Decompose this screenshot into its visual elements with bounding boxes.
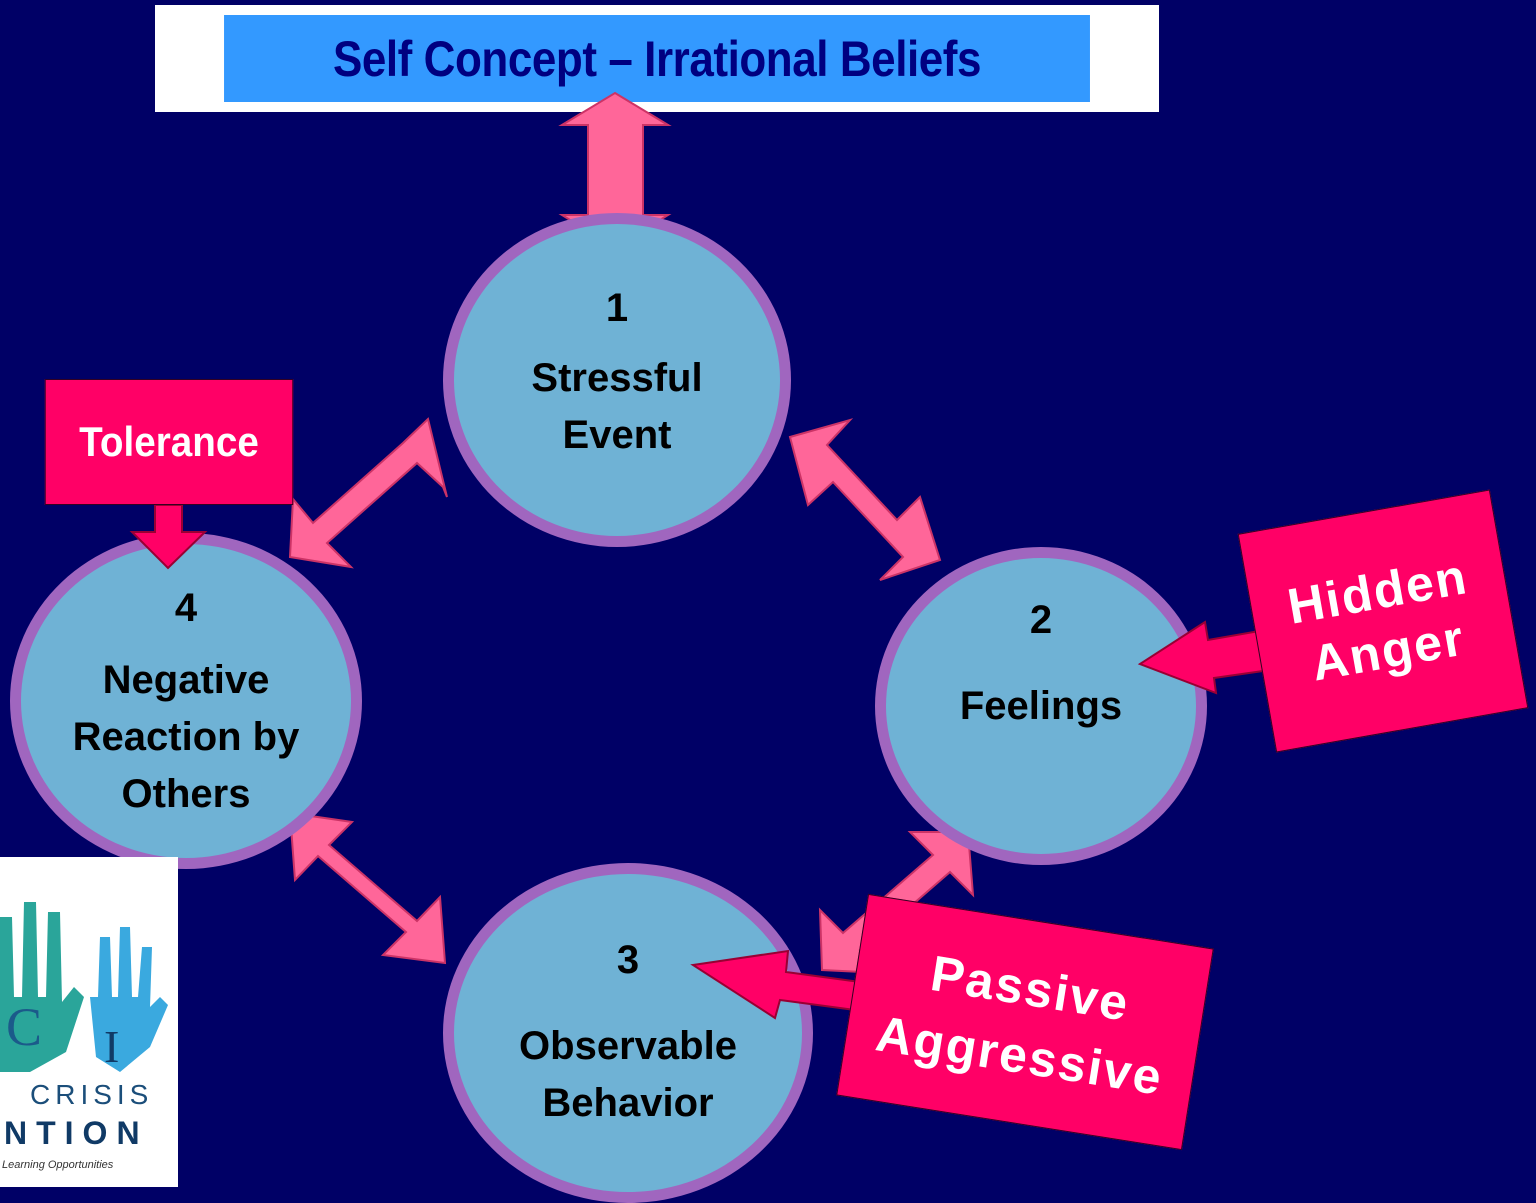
logo-tagline: Learning Opportunities (2, 1159, 114, 1171)
arrow-stressful-event-to-negative-reaction (288, 417, 448, 569)
passive-aggressive-pointer-arrow (690, 949, 862, 1020)
node-number: 2 (1029, 598, 1053, 642)
node-number: 3 (616, 938, 640, 982)
node-observable-behavior: 3 Observable Behavior (443, 863, 813, 1203)
logo-ntion-text: NTION (4, 1115, 149, 1151)
arrow-negative-reaction-to-observable-behavior (288, 811, 447, 965)
logo-letter-c: C (6, 997, 42, 1057)
node-number: 1 (605, 286, 629, 330)
blue-hand-icon (90, 927, 168, 1072)
node-label: Feelings (959, 684, 1123, 728)
tolerance-pointer-arrow (129, 504, 208, 570)
tag-tolerance: Tolerance (44, 379, 294, 505)
node-label: Stressful Event (531, 356, 703, 457)
logo-letter-i: I (104, 1021, 119, 1072)
teal-hand-icon (0, 902, 84, 1072)
logo: C I CRISIS NTION Learning Opportunities (0, 857, 178, 1187)
node-label: Observable Behavior (519, 1024, 737, 1125)
node-number: 4 (174, 586, 198, 630)
hidden-anger-pointer-arrow (1137, 620, 1272, 695)
node-feelings: 2 Feelings (875, 547, 1207, 865)
arrow-stressful-event-to-feelings (788, 418, 942, 581)
node-label: Negative Reaction by Others (72, 658, 300, 816)
logo-crisis-text: CRISIS (30, 1079, 154, 1110)
hands-logo-icon: C I (0, 902, 168, 1072)
diagram-title: Self Concept – Irrational Beliefs (224, 15, 1090, 102)
tag-hidden-anger: Hidden Anger (1237, 489, 1529, 753)
node-stressful-event: 1 Stressful Event (443, 213, 791, 547)
